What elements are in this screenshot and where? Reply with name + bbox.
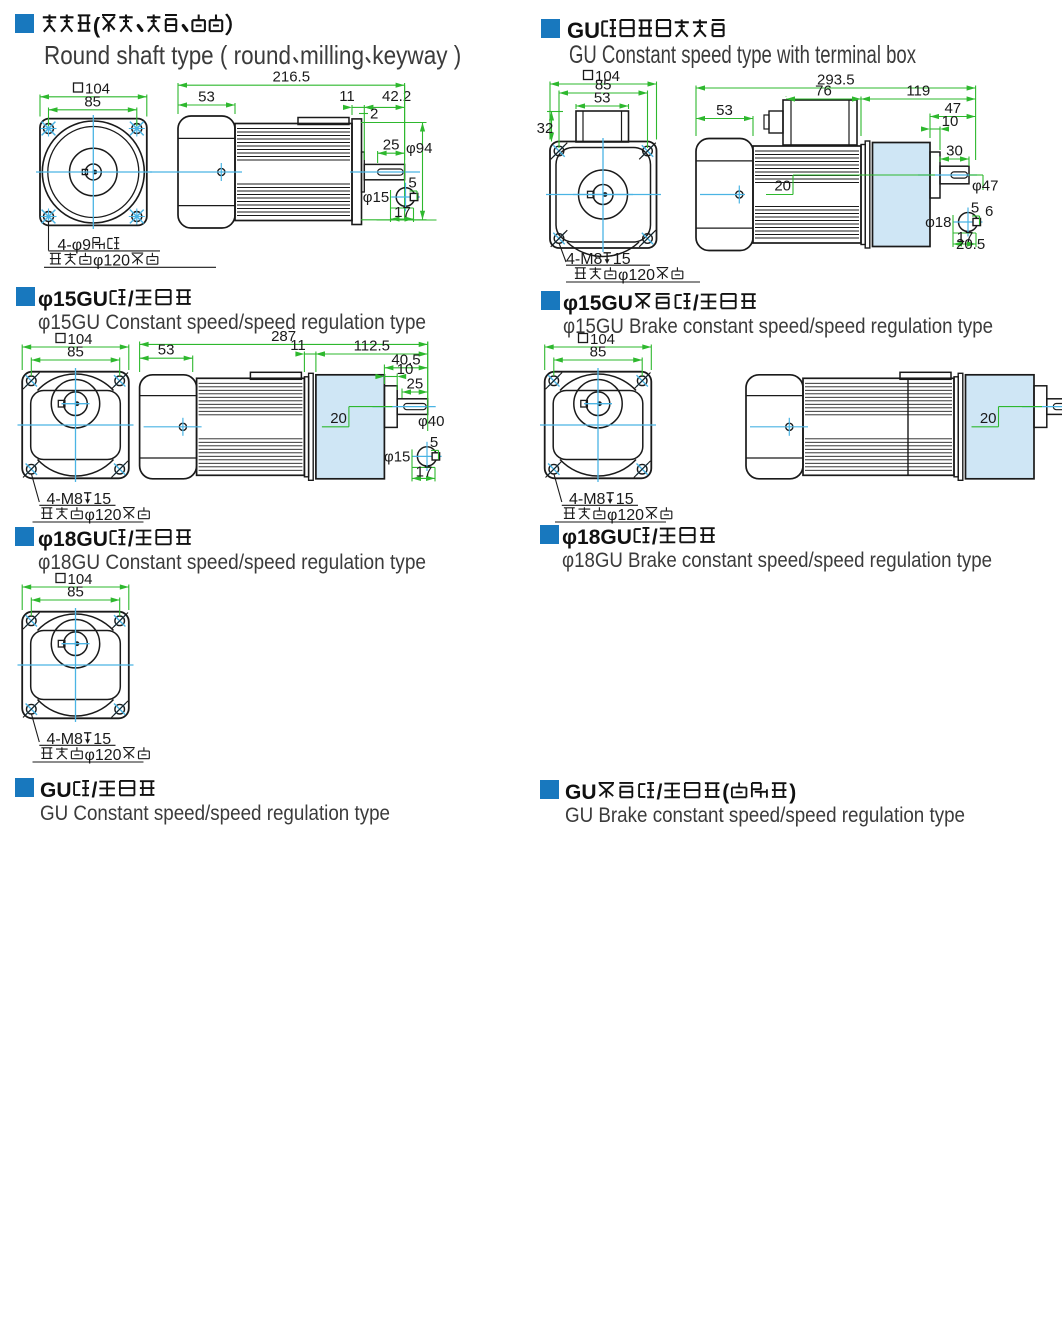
svg-text:φ18GU: φ18GU: [562, 526, 632, 549]
svg-text:20: 20: [980, 410, 997, 427]
svg-text:20: 20: [774, 178, 791, 195]
svg-text:φ94: φ94: [406, 140, 432, 157]
svg-text:/: /: [128, 288, 134, 311]
svg-text:15: 15: [616, 491, 634, 508]
svg-text:20.5: 20.5: [956, 236, 985, 253]
svg-text:53: 53: [716, 102, 733, 119]
svg-text:53: 53: [198, 89, 215, 106]
svg-text:φ120: φ120: [85, 507, 122, 524]
svg-text:32: 32: [537, 120, 554, 137]
svg-text:104: 104: [68, 331, 93, 348]
svg-text:42.2: 42.2: [382, 88, 411, 105]
svg-text:17: 17: [416, 463, 433, 480]
svg-text:φ15: φ15: [363, 189, 389, 206]
svg-text:GU Brake constant speed/speed: GU Brake constant speed/speed regulation…: [565, 804, 965, 827]
svg-text:47: 47: [944, 100, 961, 117]
svg-text:GU Constant speed type with te: GU Constant speed type with terminal box: [569, 41, 916, 69]
svg-text:φ15GU: φ15GU: [38, 288, 108, 311]
svg-text:GU: GU: [565, 781, 597, 804]
svg-text:11: 11: [290, 337, 306, 354]
svg-text:15: 15: [613, 251, 631, 268]
svg-text:4-M8: 4-M8: [569, 491, 606, 508]
svg-text:5: 5: [971, 200, 979, 217]
svg-text:）: ）: [225, 13, 247, 38]
svg-text:(: (: [722, 781, 729, 804]
svg-text:4-M8: 4-M8: [566, 251, 603, 268]
svg-text:4-φ9: 4-φ9: [58, 237, 92, 254]
svg-text:(: (: [93, 13, 101, 38]
svg-text:104: 104: [595, 68, 620, 85]
svg-text:φ47: φ47: [972, 178, 998, 195]
svg-text:104: 104: [68, 571, 93, 588]
svg-text:112.5: 112.5: [354, 338, 390, 355]
svg-text:5: 5: [408, 175, 416, 192]
svg-text:30: 30: [946, 143, 963, 160]
svg-text:GU: GU: [40, 779, 72, 802]
svg-text:25: 25: [383, 137, 400, 154]
svg-text:φ18GU: φ18GU: [38, 528, 108, 551]
svg-text:85: 85: [595, 77, 612, 94]
svg-text:/: /: [693, 292, 699, 315]
svg-text:287: 287: [271, 328, 296, 345]
svg-text:53: 53: [158, 342, 175, 359]
svg-text:6: 6: [985, 203, 993, 220]
svg-text:milling: milling: [300, 40, 364, 70]
svg-text:φ15GU Constant speed/speed reg: φ15GU Constant speed/speed regulation ty…: [38, 311, 426, 334]
svg-text:104: 104: [85, 81, 110, 98]
svg-text:φ120: φ120: [618, 267, 655, 284]
svg-text:85: 85: [67, 584, 84, 601]
svg-text:φ40: φ40: [418, 413, 444, 430]
svg-text:/: /: [652, 526, 658, 549]
svg-text:216.5: 216.5: [273, 69, 311, 86]
svg-text:25: 25: [407, 376, 424, 393]
svg-text:): ): [789, 781, 796, 804]
svg-text:φ18GU Brake constant speed/spe: φ18GU Brake constant speed/speed regulat…: [562, 549, 992, 572]
svg-text:10: 10: [942, 113, 959, 130]
svg-text:/: /: [128, 528, 134, 551]
svg-text:40.5: 40.5: [391, 351, 420, 368]
svg-text:10: 10: [397, 361, 414, 378]
svg-text:φ18: φ18: [925, 214, 951, 231]
svg-text:20: 20: [330, 410, 347, 427]
svg-text:Round shaft type ( round: Round shaft type ( round: [44, 40, 291, 70]
svg-text:φ120: φ120: [93, 253, 130, 270]
svg-text:φ120: φ120: [85, 747, 122, 764]
svg-text:17: 17: [394, 204, 411, 221]
svg-text:5: 5: [430, 434, 438, 451]
svg-text:53: 53: [594, 90, 611, 107]
svg-text:φ120: φ120: [607, 507, 644, 524]
svg-text:11: 11: [339, 88, 355, 105]
svg-text:76: 76: [815, 83, 832, 100]
svg-text:2: 2: [370, 106, 378, 123]
svg-text:15: 15: [93, 491, 111, 508]
svg-text:85: 85: [84, 93, 101, 110]
svg-text:φ15GU Brake constant speed/spe: φ15GU Brake constant speed/speed regulat…: [563, 315, 993, 338]
svg-text:GU: GU: [567, 18, 600, 43]
svg-text:GU Constant speed/speed regula: GU Constant speed/speed regulation type: [40, 802, 390, 825]
svg-text:17: 17: [957, 229, 974, 246]
svg-text:φ18GU Constant speed/speed reg: φ18GU Constant speed/speed regulation ty…: [38, 551, 426, 574]
svg-text:293.5: 293.5: [817, 72, 855, 89]
svg-text:4-M8: 4-M8: [47, 731, 84, 748]
svg-text:85: 85: [67, 344, 84, 361]
svg-text:85: 85: [590, 344, 607, 361]
svg-text:104: 104: [590, 331, 615, 348]
svg-text:119: 119: [906, 83, 930, 100]
svg-text:4-M8: 4-M8: [47, 491, 84, 508]
svg-text:/: /: [657, 781, 663, 804]
svg-text:φ15: φ15: [384, 448, 410, 465]
svg-text:keyway ): keyway ): [372, 40, 461, 70]
svg-text:φ15GU: φ15GU: [563, 292, 633, 315]
svg-text:15: 15: [93, 731, 111, 748]
svg-text:/: /: [92, 779, 98, 802]
